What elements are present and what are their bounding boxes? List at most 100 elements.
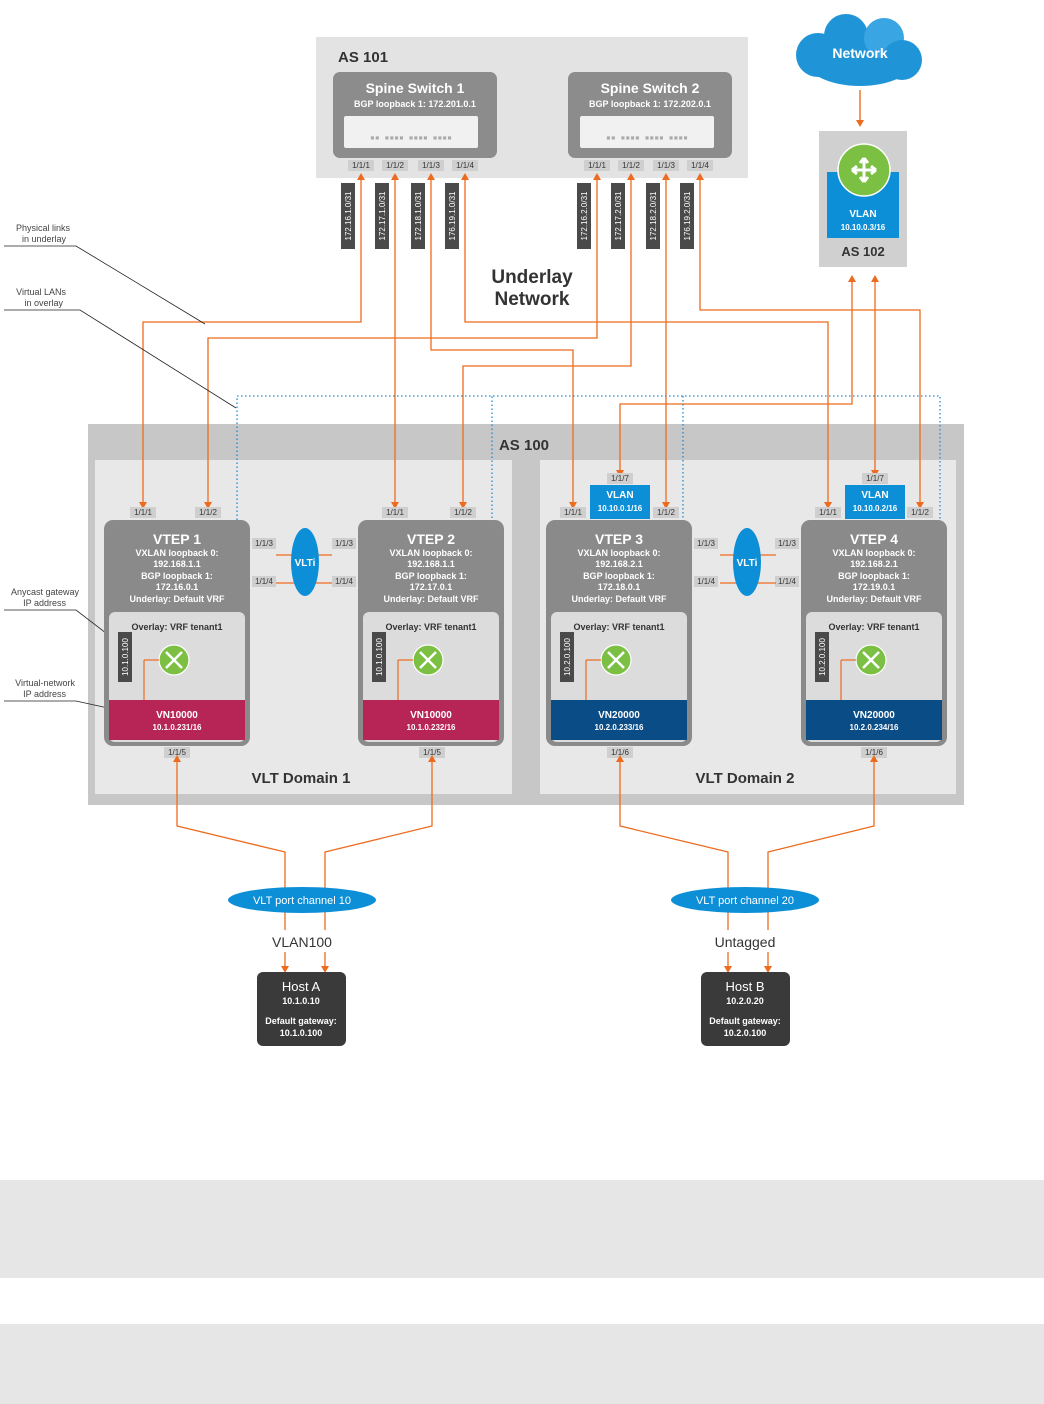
vtep-text: VTEP 3	[595, 531, 643, 547]
vtep-text: 10.2.0.100	[563, 638, 572, 676]
callout-anycast-1: Anycast gateway	[11, 587, 80, 597]
as102-vlan-label: VLAN	[849, 209, 876, 220]
callout-virtual-lans-2: in overlay	[24, 298, 63, 308]
vtep-text: Underlay: Default VRF	[826, 594, 922, 604]
spine-1-port: 1/1/4	[456, 161, 474, 170]
vtep-text: 1/1/6	[611, 748, 629, 757]
vtep-text: VLAN	[861, 490, 888, 501]
spine-1-port: 1/1/2	[386, 161, 404, 170]
subnet-label: 176.19.2.0/31	[683, 191, 692, 240]
vtep-port-tag	[607, 473, 633, 484]
vlti-port-tag	[694, 538, 718, 549]
vtep-text: VTEP 1	[153, 531, 201, 547]
vtep-text: Overlay: VRF tenant1	[385, 622, 476, 632]
vtep-text: 1/1/2	[454, 508, 472, 517]
vtep-text: 10.1.0.100	[121, 638, 130, 676]
vtep-text: 172.16.0.1	[156, 582, 199, 592]
spine-1-port: 1/1/1	[352, 161, 370, 170]
vtep-text: 10.10.0.1/16	[598, 504, 643, 513]
spine-1-ports: 1/1/1 1/1/2 1/1/3 1/1/4	[348, 160, 478, 171]
vtep-vlan-box	[590, 485, 650, 519]
vtep-text: 10.2.0.100	[818, 638, 827, 676]
vn-bar	[806, 700, 942, 740]
vtep-text: BGP loopback 1:	[583, 571, 655, 581]
vtep-text: 1/1/2	[657, 508, 675, 517]
vtep-port-tag	[815, 507, 841, 518]
vtep-text: 1/1/4	[255, 577, 273, 586]
spine-switch-2-name: Spine Switch 2	[601, 80, 700, 96]
subnet-label: 172.17.2.0/31	[614, 191, 623, 240]
host-a-link-label: VLAN100	[272, 934, 332, 950]
subnet-label: 172.16.2.0/31	[580, 191, 589, 240]
as102-router: VLAN 10.10.0.3/16 AS 102	[819, 131, 907, 267]
arrow-down-icon	[856, 120, 864, 127]
as101-label: AS 101	[338, 49, 388, 66]
vlti-port-tag	[252, 576, 276, 587]
vtep-text: 10.1.0.231/16	[153, 723, 202, 732]
host-a-name: Host A	[282, 979, 321, 994]
vtep-text: 10.2.0.233/16	[595, 723, 644, 732]
as102-vlan-ip: 10.10.0.3/16	[841, 223, 886, 232]
host-b-gw: 10.2.0.100	[724, 1028, 767, 1038]
vtep-port-tag	[450, 507, 476, 518]
callout-vn-2: IP address	[23, 689, 66, 699]
vtep-text: 10.10.0.2/16	[853, 504, 898, 513]
vlti-label: VLTi	[737, 558, 758, 569]
vlti-domain-2: VLTi	[720, 528, 776, 596]
host-link-arrows	[173, 755, 878, 973]
vn-bar	[551, 700, 687, 740]
underlay-link-arrows	[139, 173, 924, 509]
vlti-port-tag	[694, 576, 718, 587]
vtep-text: Overlay: VRF tenant1	[131, 622, 222, 632]
vtep-text: VTEP 4	[850, 531, 898, 547]
vtep-port-tag	[907, 507, 933, 518]
spine-switch-2-loopback: BGP loopback 1: 172.202.0.1	[589, 99, 711, 109]
vtep-text: VN20000	[598, 710, 640, 721]
underlay-links	[142, 178, 921, 506]
spine-switch-1-ports-glyph: ▪▪ ▪▪▪▪ ▪▪▪▪ ▪▪▪▪	[370, 133, 452, 142]
subnet-label: 172.16.1.0/31	[344, 191, 353, 240]
callouts: Physical links in underlay Virtual LANs …	[11, 223, 80, 699]
host-b-name: Host B	[725, 979, 764, 994]
vlt-domain-2-label: VLT Domain 2	[696, 770, 795, 787]
vtep-text: 1/1/3	[335, 539, 353, 548]
vlti-port-tag	[775, 538, 799, 549]
vtep-port-tag	[130, 507, 156, 518]
callout-anycast-2: IP address	[23, 598, 66, 608]
callout-vn-1: Virtual-network	[15, 678, 75, 688]
spine-2-port: 1/1/2	[622, 161, 640, 170]
vtep-text: 1/1/7	[611, 474, 629, 483]
vtep-text: 1/1/1	[134, 508, 152, 517]
vtep-text: 1/1/6	[865, 748, 883, 757]
vtep-text: VTEP 2	[407, 531, 455, 547]
vtep-port-tag	[607, 747, 633, 758]
spine-2-port: 1/1/4	[691, 161, 709, 170]
vtep-text: Overlay: VRF tenant1	[828, 622, 919, 632]
callout-physical-links-1: Physical links	[16, 223, 71, 233]
vtep-text: 1/1/2	[199, 508, 217, 517]
as102-label: AS 102	[841, 244, 884, 259]
vtep-text: 172.18.0.1	[598, 582, 641, 592]
vtep-text: 1/1/7	[866, 474, 884, 483]
vtep-text: VXLAN loopback 0:	[389, 548, 472, 558]
vlti-port-tag	[332, 538, 356, 549]
subnet-label: 172.18.2.0/31	[649, 191, 658, 240]
vtep-text: Overlay: VRF tenant1	[573, 622, 664, 632]
subnet-label: 172.17.1.0/31	[378, 191, 387, 240]
spine-switch-1: Spine Switch 1 BGP loopback 1: 172.201.0…	[333, 72, 497, 158]
vlti-label: VLTi	[295, 558, 316, 569]
underlay-label-line2: Network	[495, 289, 570, 310]
vn-bar	[363, 700, 499, 740]
vtep-text: VLAN	[606, 490, 633, 501]
vtep-text: BGP loopback 1:	[395, 571, 467, 581]
host-b-gw-label: Default gateway:	[709, 1016, 781, 1026]
vtep-text: VN10000	[410, 710, 452, 721]
vtep-port-tag	[861, 747, 887, 758]
host-a-ip: 10.1.0.10	[282, 996, 320, 1006]
vtep-text: VN20000	[853, 710, 895, 721]
vlt-domain-1-label: VLT Domain 1	[252, 770, 351, 787]
